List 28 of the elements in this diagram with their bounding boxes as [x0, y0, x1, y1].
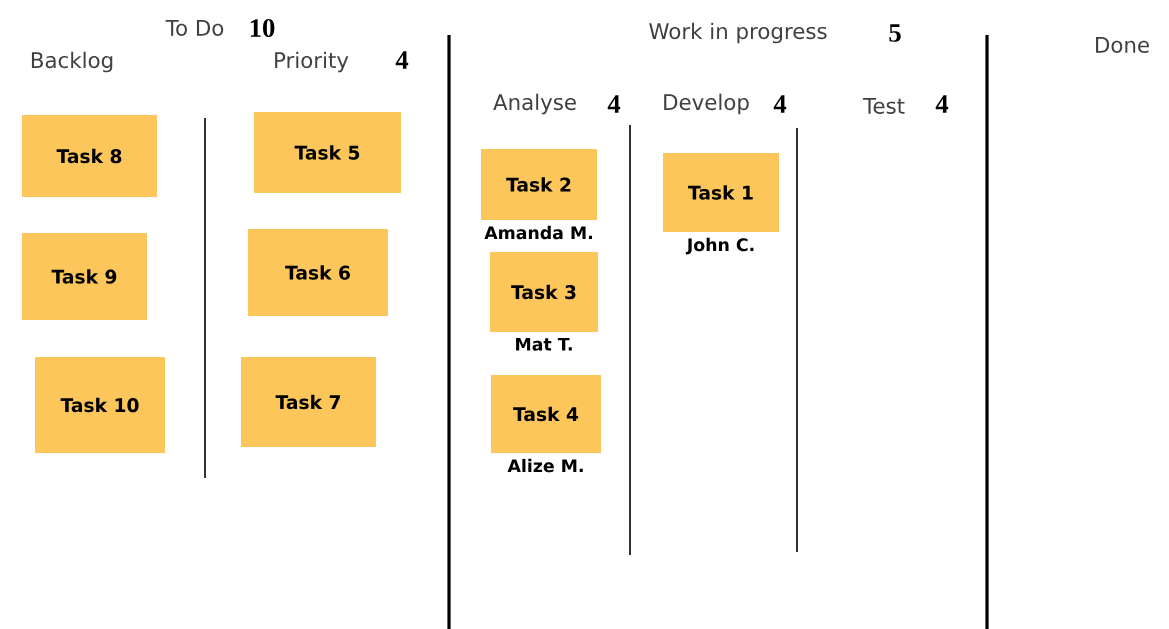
sticky-note: Task 4: [491, 375, 601, 453]
column-heading: Done: [1096, 37, 1149, 53]
sticky-note: Task 6: [248, 229, 388, 316]
column-heading: Backlog: [31, 51, 113, 73]
column-heading: Analyse: [493, 93, 576, 115]
assignee-name: Alize M.: [507, 458, 583, 473]
assignee-name: Amanda M.: [484, 225, 592, 240]
sticky-note: Task 9: [22, 233, 147, 320]
sticky-note: Task 2: [481, 149, 597, 220]
sticky-note: Task 5: [254, 112, 401, 193]
count-number: 4: [395, 51, 409, 69]
column-heading: Develop: [664, 93, 749, 115]
sticky-note: Task 10: [35, 357, 165, 453]
sticky-note: Task 3: [490, 252, 598, 332]
column-heading: Test: [862, 98, 905, 114]
count-number: 4: [935, 95, 949, 113]
column-heading: To Do: [165, 20, 224, 36]
assignee-name: John C.: [685, 237, 754, 255]
column-heading: Priority: [275, 51, 349, 73]
count-number: 4: [607, 95, 621, 113]
count-number: 4: [773, 95, 787, 113]
sticky-note: Task 1: [663, 153, 779, 232]
column-heading: Work in progress: [649, 22, 827, 44]
assignee-name: Mat T.: [516, 337, 572, 351]
count-number: 10: [250, 19, 275, 37]
count-number: 5: [889, 24, 901, 42]
sticky-note: Task 7: [241, 357, 376, 447]
sticky-note: Task 8: [22, 115, 157, 197]
